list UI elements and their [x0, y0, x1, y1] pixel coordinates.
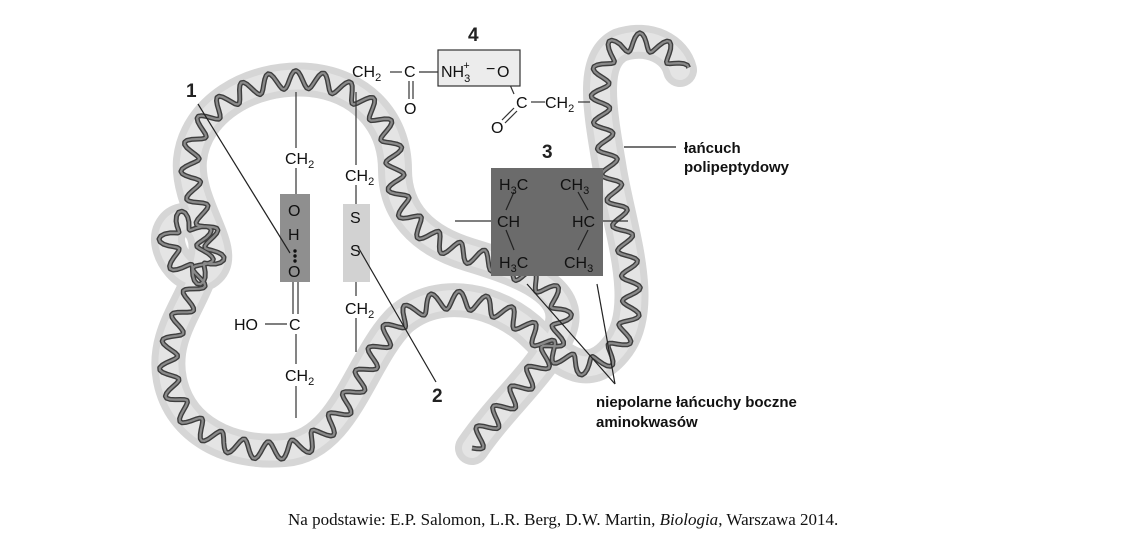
- c-label: C: [289, 317, 301, 334]
- o-label: O: [404, 101, 416, 118]
- leader-line-nonpolar: [596, 283, 616, 385]
- number-labels: 4 1 3 2: [186, 25, 553, 407]
- hc-label: HC: [572, 214, 595, 231]
- alpha-helix-ribbon: [156, 30, 691, 462]
- c-label: C: [404, 64, 416, 81]
- ch2-label: CH2: [285, 368, 314, 388]
- caption-book-title: Biologia: [659, 510, 719, 529]
- s-label: S: [350, 210, 361, 227]
- hydrogen-bond-box: [280, 194, 310, 282]
- helix-ribbon-highlight: [157, 31, 690, 461]
- hydrogen-bond-dot: [293, 259, 297, 263]
- c-label: C: [516, 95, 528, 112]
- chain-label-line2: polipeptydowy: [684, 159, 790, 176]
- nonpolar-label-line2: aminokwasów: [596, 414, 698, 431]
- ch3-label: CH3: [560, 177, 589, 197]
- o-label: O: [288, 264, 300, 281]
- hydrophobic-interaction-box: [491, 168, 603, 276]
- s-label: S: [350, 243, 361, 260]
- minus-label: −: [486, 61, 495, 78]
- bond-line: [501, 107, 515, 121]
- hydrophobic-bonds: [505, 191, 589, 251]
- ch2-label: CH2: [345, 168, 374, 188]
- bond-line: [577, 229, 589, 251]
- caption-prefix: Na podstawie: E.P. Salomon, L.R. Berg, D…: [288, 510, 660, 529]
- hydrogen-bond-dot: [293, 249, 297, 253]
- label-3: 3: [542, 142, 553, 163]
- nh3-label: NH3+: [441, 60, 470, 85]
- caption-suffix: , Warszawa 2014.: [718, 510, 839, 529]
- source-caption: Na podstawie: E.P. Salomon, L.R. Berg, D…: [288, 510, 838, 530]
- leader-line-nonpolar: [526, 283, 616, 385]
- bond-line: [577, 191, 589, 211]
- bond-line: [505, 229, 515, 251]
- leader-line-1: [197, 103, 291, 254]
- callouts: łańcuch polipeptydowy niepolarne łańcuch…: [596, 140, 797, 431]
- leader-lines: [197, 103, 676, 385]
- ch2-label: CH2: [285, 151, 314, 171]
- nonpolar-label-line1: niepolarne łańcuchy boczne: [596, 394, 797, 411]
- hydrogen-bond-dot: [293, 254, 297, 258]
- leader-line-2: [357, 246, 437, 383]
- chain-label-line1: łańcuch: [684, 140, 741, 157]
- ho-label: HO: [234, 317, 258, 334]
- label-4: 4: [468, 25, 479, 46]
- ch2-label: CH2: [545, 95, 574, 115]
- disulfide-bond-box: [343, 204, 370, 282]
- o-label: O: [288, 203, 300, 220]
- h3c-label: H3C: [499, 255, 528, 275]
- bond-line: [505, 191, 515, 211]
- h-label: H: [288, 227, 300, 244]
- h3c-label: H3C: [499, 177, 528, 197]
- o-label: O: [491, 120, 503, 137]
- ionic-bond-box: [437, 49, 521, 87]
- o-label: O: [497, 64, 509, 81]
- bond-line: [504, 110, 518, 124]
- ch-label: CH: [497, 214, 520, 231]
- label-2: 2: [432, 386, 443, 407]
- chemical-labels: CH2 O H O HO C CH2 CH2 S S CH2 CH2 C O N…: [234, 60, 595, 388]
- polypeptide-tube: [151, 24, 697, 468]
- label-1: 1: [186, 81, 197, 102]
- ch2-label: CH2: [352, 64, 381, 84]
- ch2-label: CH2: [345, 301, 374, 321]
- ch3-label: CH3: [564, 255, 593, 275]
